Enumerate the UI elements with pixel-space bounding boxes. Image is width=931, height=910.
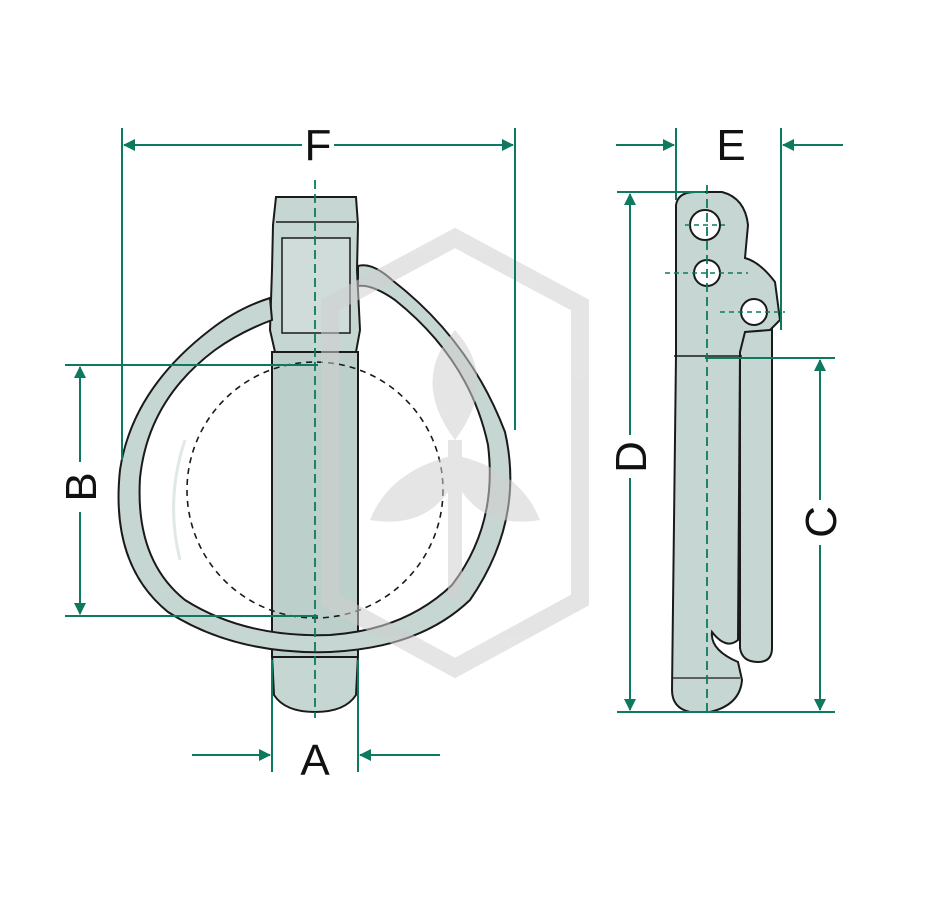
- dimension-lines: [65, 128, 843, 772]
- ring-bow: [117, 264, 512, 654]
- dimension-label-d: D: [607, 441, 656, 473]
- dimension-label-c: C: [797, 506, 846, 538]
- dimension-label-f: F: [305, 121, 332, 170]
- spring-hole: [740, 298, 768, 326]
- side-view: [665, 185, 785, 715]
- dimension-label-a: A: [300, 736, 330, 785]
- hexagon-wheat-logo-icon: [321, 227, 589, 679]
- dimension-label-e: E: [716, 121, 745, 170]
- spring-arm: [739, 291, 773, 664]
- dimension-label-b: B: [57, 472, 106, 501]
